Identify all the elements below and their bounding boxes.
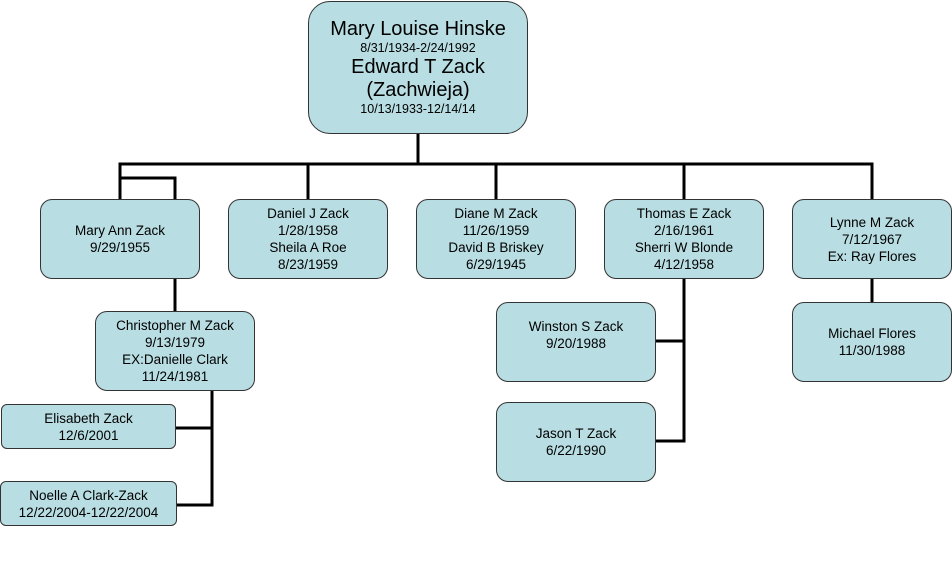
node-line: Jason T Zack [535, 426, 617, 441]
node-line: 9/13/1979 [144, 335, 206, 350]
child-node-diane: Diane M Zack 11/26/1959 David B Briskey … [416, 199, 576, 279]
node-line: Daniel J Zack [267, 206, 349, 221]
great-grandchild-node-noelle: Noelle A Clark-Zack 12/22/2004-12/22/200… [0, 481, 177, 526]
connector-mary-ann-loop [118, 176, 177, 201]
child-node-mary-ann: Mary Ann Zack 9/29/1955 [40, 199, 200, 279]
node-line: Noelle A Clark-Zack [29, 487, 148, 503]
node-line: David B Briskey [448, 240, 544, 255]
node-line: Winston S Zack [528, 319, 624, 334]
node-line: 9/29/1955 [89, 240, 151, 255]
node-line: Lynne M Zack [829, 214, 915, 230]
node-line: Sherri W Blonde [634, 240, 734, 255]
root-dates-1: 8/31/1934-2/24/1992 [360, 41, 476, 55]
node-line: 7/12/1967 [841, 231, 903, 247]
node-line: Diane M Zack [454, 206, 538, 221]
node-line: Elisabeth Zack [44, 410, 133, 426]
node-line: EX:Danielle Clark [122, 352, 228, 367]
node-line: Sheila A Roe [269, 240, 347, 255]
node-line: Ex: Ray Flores [827, 248, 917, 264]
root-name-2: Edward T Zack [351, 56, 485, 78]
node-line: 8/23/1959 [277, 257, 339, 272]
node-line: 1/28/1958 [277, 223, 339, 238]
root-name-2-alt: (Zachwieja) [366, 79, 470, 101]
great-grandchild-node-elisabeth: Elisabeth Zack 12/6/2001 [1, 404, 176, 449]
grandchild-node-winston: Winston S Zack 9/20/1988 [496, 302, 656, 382]
node-line: 6/22/1990 [545, 443, 607, 458]
node-line: 2/16/1961 [653, 223, 715, 238]
grandchild-node-jason: Jason T Zack 6/22/1990 [496, 402, 656, 482]
root-couple-node: Mary Louise Hinske 8/31/1934-2/24/1992 E… [308, 1, 528, 134]
node-line: Mary Ann Zack [74, 223, 166, 238]
node-line: 12/22/2004-12/22/2004 [18, 504, 159, 520]
node-line: 11/30/1988 [838, 343, 906, 358]
node-line: 9/20/1988 [545, 336, 607, 351]
node-line: Thomas E Zack [636, 206, 732, 221]
node-line: 12/6/2001 [58, 427, 119, 443]
node-line: 11/26/1959 [462, 223, 530, 238]
root-dates-2: 10/13/1933-12/14/14 [360, 102, 476, 116]
child-node-lynne: Lynne M Zack 7/12/1967 Ex: Ray Flores [792, 199, 952, 279]
child-node-thomas: Thomas E Zack 2/16/1961 Sherri W Blonde … [604, 199, 764, 279]
node-line: 4/12/1958 [653, 257, 715, 272]
grandchild-node-michael: Michael Flores 11/30/1988 [792, 302, 952, 382]
child-node-daniel: Daniel J Zack 1/28/1958 Sheila A Roe 8/2… [228, 199, 388, 279]
node-line: 6/29/1945 [465, 257, 527, 272]
node-line: Michael Flores [828, 326, 916, 341]
grandchild-node-christopher: Christopher M Zack 9/13/1979 EX:Danielle… [95, 311, 255, 391]
node-line: 11/24/1981 [141, 369, 209, 384]
node-line: Christopher M Zack [116, 318, 234, 333]
root-name-1: Mary Louise Hinske [330, 18, 506, 40]
